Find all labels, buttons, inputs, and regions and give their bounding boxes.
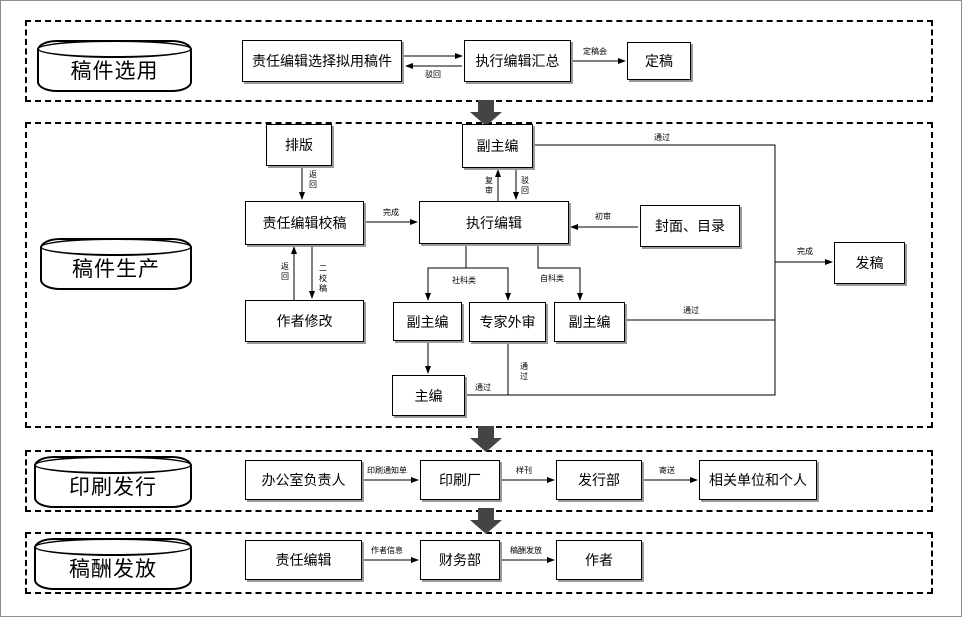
- label-print-notice: 印刷通知单: [367, 466, 407, 475]
- label-return-2: 返回: [281, 262, 289, 281]
- label-mailing: 寄送: [659, 466, 675, 475]
- box-exec-summary: 执行编辑汇总: [464, 40, 571, 82]
- box-chief-editor: 主编: [392, 375, 465, 416]
- label-payment-issue: 稿酬发放: [510, 546, 542, 555]
- label-completed-2: 完成: [797, 247, 813, 256]
- label-first-review: 初审: [595, 212, 611, 221]
- section-title-selection: 稿件选用: [37, 40, 192, 92]
- box-finance: 财务部: [420, 540, 500, 580]
- label-author-info: 作者信息: [371, 546, 403, 555]
- box-deputy-editor-left: 副主编: [393, 302, 462, 341]
- section-title-printing-text: 印刷发行: [69, 475, 157, 499]
- section-title-printing: 印刷发行: [34, 456, 192, 508]
- box-distribution: 发行部: [556, 460, 642, 500]
- label-review-again: 复审: [485, 176, 493, 195]
- label-rejected-1: 驳回: [425, 70, 441, 79]
- box-office-head: 办公室负责人: [245, 460, 362, 500]
- box-recipients: 相关单位和个人: [699, 460, 817, 500]
- box-publish: 发稿: [834, 242, 905, 284]
- label-completed-1: 完成: [383, 208, 399, 217]
- box-deputy-editor-top: 副主编: [462, 124, 533, 168]
- transition-arrow-3: [470, 508, 502, 534]
- box-typeset: 排版: [266, 124, 332, 166]
- label-final-meeting: 定稿会: [583, 47, 607, 56]
- box-exec-editor: 执行编辑: [419, 201, 569, 244]
- label-return-1: 返回: [309, 170, 317, 189]
- label-passed-right: 通过: [683, 306, 699, 315]
- box-finalize: 定稿: [627, 42, 691, 80]
- transition-arrow-1: [470, 100, 502, 126]
- label-sample-journal: 样刊: [516, 466, 532, 475]
- transition-arrow-2: [470, 426, 502, 452]
- section-title-production-text: 稿件生产: [72, 257, 160, 281]
- section-title-payment-text: 稿酬发放: [69, 557, 157, 581]
- section-title-production: 稿件生产: [40, 238, 192, 290]
- box-deputy-editor-right: 副主编: [554, 302, 625, 342]
- label-rejected-2: 驳回: [521, 176, 529, 195]
- box-resp-editor: 责任编辑: [245, 540, 362, 580]
- box-expert-review: 专家外审: [469, 302, 546, 342]
- box-proofread: 责任编辑校稿: [245, 201, 364, 245]
- box-cover-toc: 封面、目录: [640, 205, 740, 247]
- label-passed-expert: 通过: [520, 362, 528, 381]
- box-select-drafts: 责任编辑选择拟用稿件: [242, 40, 402, 82]
- section-title-payment: 稿酬发放: [34, 538, 192, 590]
- section-title-selection-text: 稿件选用: [70, 59, 159, 83]
- box-author-revise: 作者修改: [245, 300, 364, 342]
- label-passed-top: 通过: [654, 133, 670, 142]
- label-social-science: 社科类: [452, 276, 476, 285]
- box-author: 作者: [556, 540, 642, 580]
- label-second-proof: 二校稿: [319, 264, 327, 293]
- box-print-factory: 印刷厂: [420, 460, 500, 500]
- label-natural-science: 自科类: [540, 274, 564, 283]
- section-payment: [25, 532, 933, 594]
- label-passed-chief: 通过: [475, 383, 491, 392]
